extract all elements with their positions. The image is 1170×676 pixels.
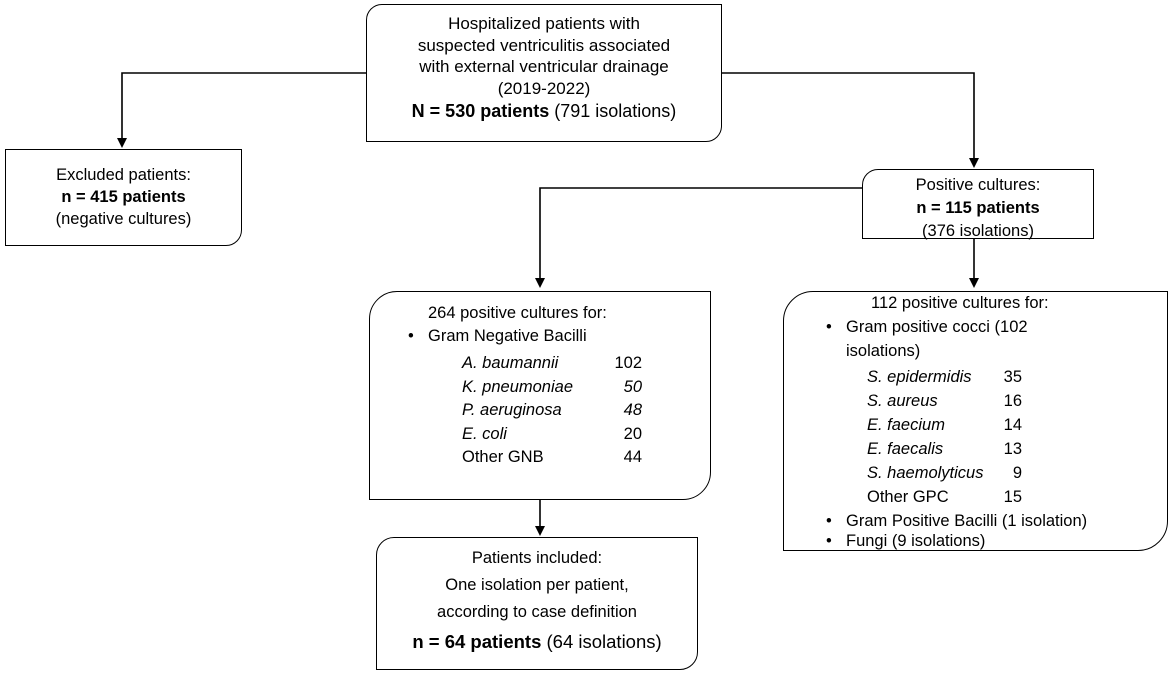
included-total: n = 64 patients (64 isolations) <box>377 628 697 655</box>
gnb-header: 264 positive cultures for: <box>428 304 607 322</box>
excluded-box: Excluded patients: n = 415 patients (neg… <box>5 149 242 246</box>
organism-name: S. haemolyticus <box>867 464 984 482</box>
organism-count: 50 <box>623 377 642 396</box>
organism-name: E. faecium <box>867 416 945 434</box>
organism-count: 20 <box>623 424 642 443</box>
gp-bullet-bacilli: Gram Positive Bacilli (1 isolation) <box>826 512 1087 531</box>
excluded-reason: (negative cultures) <box>55 210 192 228</box>
organism-name: P. aeruginosa <box>462 401 562 419</box>
gp-box: 112 positive cultures for: Gram positive… <box>783 291 1168 551</box>
top-box-line: suspected ventriculitis associated <box>417 35 671 55</box>
organism-name: A. baumannii <box>462 354 559 372</box>
top-box: Hospitalized patients with suspected ven… <box>366 4 722 142</box>
organism-count: 35 <box>1003 368 1022 386</box>
arrow-to-excluded <box>117 72 366 148</box>
total-patients: N = 530 patients (791 isolations) <box>367 101 721 123</box>
positive-isolations: (376 isolations) <box>922 222 1034 240</box>
organism-name: Other GPC <box>867 488 949 506</box>
organism-name: K. pneumoniae <box>462 377 573 396</box>
arrow-to-positive <box>722 72 979 168</box>
organism-name: S. aureus <box>867 392 938 410</box>
included-box: Patients included: One isolation per pat… <box>376 537 698 670</box>
organism-count: 14 <box>1003 416 1022 434</box>
top-box-line: Hospitalized patients with <box>448 14 640 33</box>
organism-name: S. epidermidis <box>867 368 972 386</box>
excluded-count: n = 415 patients <box>61 188 186 206</box>
organism-count: 16 <box>1003 392 1022 410</box>
total-isolations: (791 isolations) <box>549 101 677 121</box>
gnb-bullet: Gram Negative Bacilli <box>408 327 587 346</box>
included-rule: One isolation per patient, <box>445 576 629 594</box>
organism-count: 44 <box>623 448 642 466</box>
organism-count: 15 <box>1003 488 1022 506</box>
included-title: Patients included: <box>471 549 603 567</box>
gp-bullet-cocci-cont: isolations) <box>846 342 921 360</box>
included-criteria: according to case definition <box>437 603 637 621</box>
positive-count: n = 115 patients <box>916 199 1040 217</box>
organism-count: 13 <box>1003 440 1022 458</box>
organism-name: Other GNB <box>462 448 544 466</box>
positive-box: Positive cultures: n = 115 patients (376… <box>862 169 1094 240</box>
gp-bullet-fungi: Fungi (9 isolations) <box>826 532 985 551</box>
top-box-line: with external ventricular drainage <box>419 57 669 76</box>
organism-name: E. faecalis <box>867 440 944 458</box>
organism-count: 102 <box>614 354 642 372</box>
top-box-line: (2019-2022) <box>497 78 591 98</box>
organism-count: 48 <box>623 401 642 419</box>
gp-bullet-cocci: Gram positive cocci (102 <box>826 318 1028 337</box>
included-isolations: (64 isolations) <box>541 631 662 652</box>
gnb-box: 264 positive cultures for: Gram Negative… <box>369 291 711 500</box>
gp-header: 112 positive cultures for: <box>871 294 1049 312</box>
excluded-title: Excluded patients: <box>56 166 191 184</box>
total-patients-bold: N = 530 patients <box>411 101 550 121</box>
positive-title: Positive cultures: <box>915 176 1041 194</box>
organism-count: 9 <box>1012 464 1022 482</box>
arrow-to-gnb <box>535 187 862 288</box>
organism-name: E. coli <box>462 424 507 443</box>
included-count: n = 64 patients <box>412 631 542 652</box>
